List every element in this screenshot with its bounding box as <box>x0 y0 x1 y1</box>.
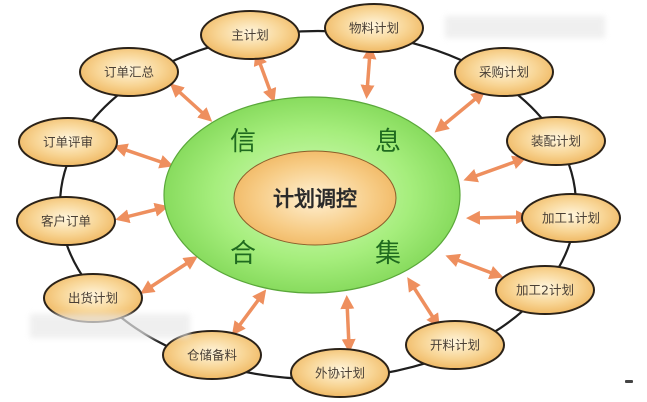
plan-node-label: 加工2计划 <box>516 283 574 298</box>
arrow-outsourcing-plan <box>340 295 356 353</box>
plan-node: 开料计划 <box>405 320 505 370</box>
plan-node-ellipse <box>324 3 424 53</box>
small-mark <box>625 380 633 383</box>
ring-char-ji: 集 <box>375 239 401 269</box>
plan-node: 采购计划 <box>454 47 554 97</box>
plan-node: 加工1计划 <box>521 193 621 243</box>
plan-node-label: 外协计划 <box>315 366 365 381</box>
plan-node: 加工2计划 <box>495 265 595 315</box>
center-label: 计划调控 <box>273 187 357 211</box>
plan-node-ellipse <box>495 265 595 315</box>
arrow-main-plan <box>253 51 277 103</box>
plan-node: 装配计划 <box>506 116 606 166</box>
plan-node: 出货计划 <box>43 273 143 323</box>
plan-node-ellipse <box>200 10 300 60</box>
plan-node-ellipse <box>506 116 606 166</box>
arrow-customer-order <box>115 202 169 224</box>
plan-node-label: 客户订单 <box>41 214 91 229</box>
arrow-process1-plan <box>466 210 530 225</box>
plan-node: 订单评审 <box>18 117 118 167</box>
plan-node: 订单汇总 <box>79 47 179 97</box>
plan-node: 外协计划 <box>290 348 390 398</box>
plan-node-ellipse <box>18 117 118 167</box>
plan-node-ellipse <box>454 47 554 97</box>
plan-node-label: 加工1计划 <box>542 211 600 226</box>
ring-char-he: 合 <box>230 239 256 269</box>
ring-char-xin: 信 <box>230 127 256 157</box>
plan-node-label: 仓储备料 <box>187 348 238 363</box>
arrows <box>113 45 530 353</box>
plan-node: 物料计划 <box>324 3 424 53</box>
plan-node-label: 订单汇总 <box>104 65 154 80</box>
arrow-material-plan <box>360 45 377 99</box>
plan-node-ellipse <box>521 193 621 243</box>
plan-node-ellipse <box>405 320 505 370</box>
center-ellipse <box>233 150 397 246</box>
plan-node: 主计划 <box>200 10 300 60</box>
plan-node: 客户订单 <box>16 196 116 246</box>
plan-node-ellipse <box>79 47 179 97</box>
watermark-blur-bottom <box>30 314 190 338</box>
plan-node-label: 物料计划 <box>349 21 399 36</box>
plan-node-label: 装配计划 <box>531 134 581 149</box>
arrow-assembly-plan <box>463 155 527 183</box>
arrow-purchase-plan <box>434 90 486 133</box>
plan-node-label: 订单评审 <box>43 135 93 150</box>
arrow-order-summary <box>169 83 213 122</box>
watermark-blur-top <box>445 16 605 38</box>
arrow-cutting-plan <box>407 277 440 328</box>
plan-node-label: 采购计划 <box>479 65 529 80</box>
arrow-process2-plan <box>445 253 504 280</box>
ring-char-xi: 息 <box>375 127 401 157</box>
plan-node-label: 出货计划 <box>68 291 118 306</box>
arrow-shipping-plan <box>140 256 198 294</box>
plan-node: 仓储备料 <box>162 330 262 380</box>
plan-node-ellipse <box>162 330 262 380</box>
arrow-warehouse <box>231 289 267 336</box>
plan-node-ellipse <box>16 196 116 246</box>
arrow-order-review <box>113 143 174 169</box>
plan-node-label: 开料计划 <box>430 338 480 353</box>
plan-node-ellipse <box>290 348 390 398</box>
plan-node-label: 主计划 <box>231 28 269 43</box>
